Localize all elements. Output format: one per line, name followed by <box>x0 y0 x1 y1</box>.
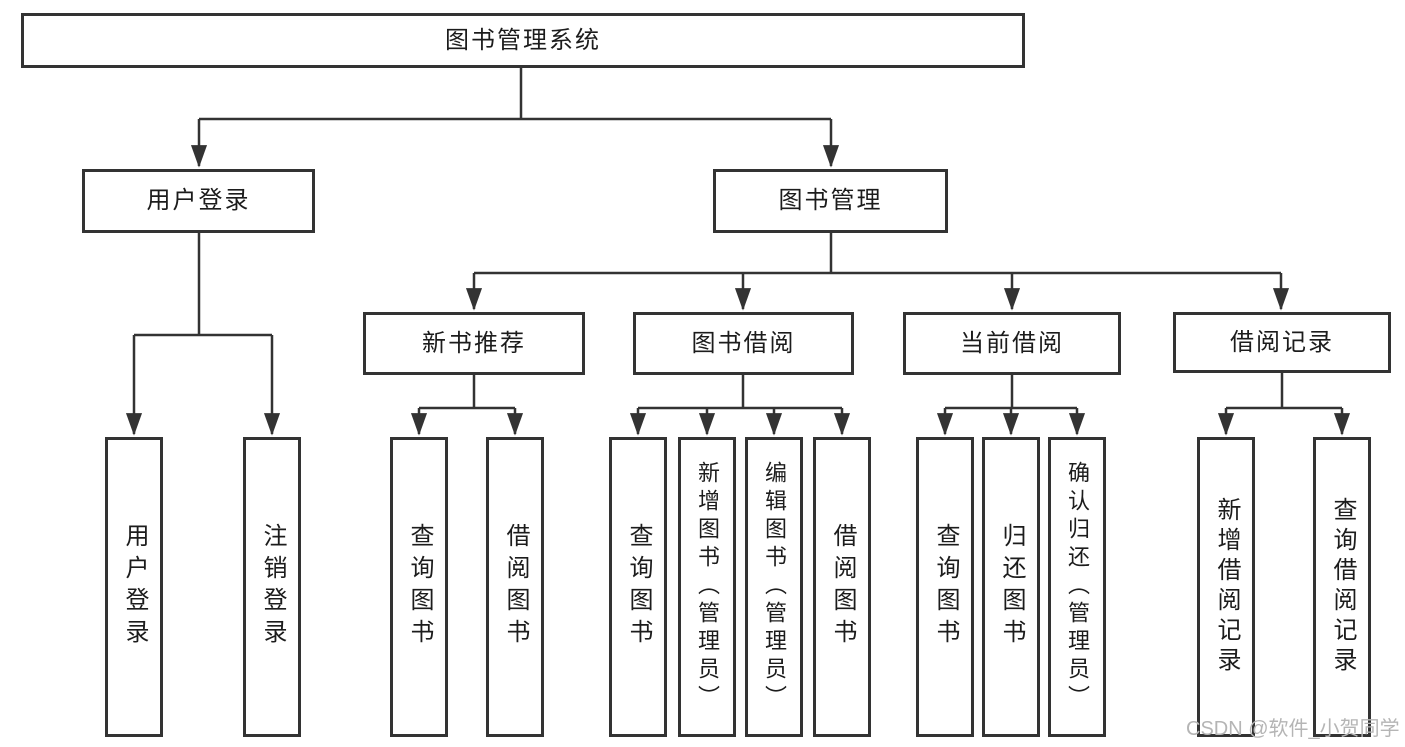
node-book-management: 图书管理 <box>713 169 948 233</box>
node-borrow-query-books: 查询图书 <box>609 437 667 737</box>
node-current-return-books: 归还图书 <box>982 437 1040 737</box>
node-borrow-add-books-admin-label: 新增图书（管理员） <box>695 461 720 713</box>
node-book-management-label: 图书管理 <box>778 187 883 214</box>
connector-user-login-children <box>125 233 281 436</box>
node-borrow-borrow-books: 借阅图书 <box>813 437 871 737</box>
node-current-query-books-label: 查询图书 <box>932 523 959 651</box>
node-borrow-query-books-label: 查询图书 <box>625 523 652 651</box>
connector-book-mgmt-children <box>465 233 1290 311</box>
node-current-confirm-return-admin: 确认归还（管理员） <box>1048 437 1106 737</box>
node-records-query-record-label: 查询借阅记录 <box>1329 497 1356 677</box>
node-borrow-edit-books-admin-label: 编辑图书（管理员） <box>762 461 787 713</box>
node-library-system-label: 图书管理系统 <box>445 26 601 54</box>
node-login-label: 用户登录 <box>121 523 148 651</box>
connector-borrow-records-children <box>1217 373 1351 436</box>
node-login: 用户登录 <box>105 437 163 737</box>
connector-root-to-level2 <box>190 68 840 168</box>
node-library-system: 图书管理系统 <box>21 13 1025 68</box>
node-recommend-query-books-label: 查询图书 <box>406 523 433 651</box>
node-borrow-borrow-books-label: 借阅图书 <box>829 523 856 651</box>
node-recommend-borrow-books: 借阅图书 <box>486 437 544 737</box>
node-current-return-books-label: 归还图书 <box>998 523 1025 651</box>
node-recommend-borrow-books-label: 借阅图书 <box>502 523 529 651</box>
node-current-borrow-label: 当前借阅 <box>960 329 1064 357</box>
node-records-add-record: 新增借阅记录 <box>1197 437 1255 737</box>
node-new-book-recommend: 新书推荐 <box>363 312 585 375</box>
node-borrow-records: 借阅记录 <box>1173 312 1391 373</box>
node-new-book-recommend-label: 新书推荐 <box>422 329 526 357</box>
node-logout-label: 注销登录 <box>259 523 286 651</box>
node-current-borrow: 当前借阅 <box>903 312 1121 375</box>
node-borrow-records-label: 借阅记录 <box>1230 328 1334 356</box>
connector-book-borrow-children <box>629 375 851 436</box>
node-logout: 注销登录 <box>243 437 301 737</box>
node-recommend-query-books: 查询图书 <box>390 437 448 737</box>
node-records-query-record: 查询借阅记录 <box>1313 437 1371 737</box>
node-borrow-add-books-admin: 新增图书（管理员） <box>678 437 736 737</box>
node-current-query-books: 查询图书 <box>916 437 974 737</box>
watermark: CSDN @软件_小贺同学 <box>1186 718 1400 740</box>
connector-new-book-children <box>410 375 524 436</box>
node-borrow-edit-books-admin: 编辑图书（管理员） <box>745 437 803 737</box>
node-user-login-label: 用户登录 <box>146 187 251 214</box>
node-records-add-record-label: 新增借阅记录 <box>1213 497 1240 677</box>
node-current-confirm-return-admin-label: 确认归还（管理员） <box>1065 461 1090 713</box>
node-book-borrow-label: 图书借阅 <box>691 329 796 357</box>
node-book-borrow: 图书借阅 <box>633 312 854 375</box>
node-user-login: 用户登录 <box>82 169 315 233</box>
connector-current-borrow-children <box>936 375 1086 436</box>
